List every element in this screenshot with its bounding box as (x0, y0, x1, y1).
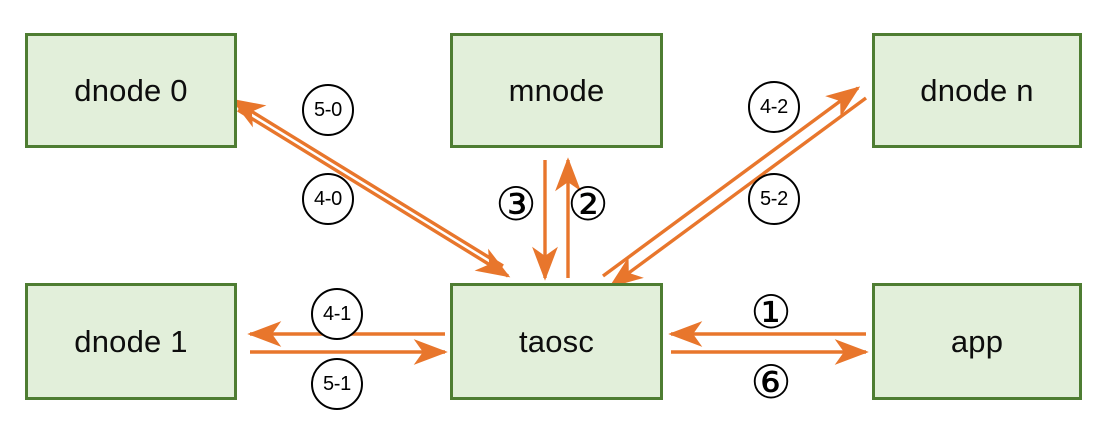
node-dnoden[interactable]: dnode n (872, 33, 1082, 148)
badge-4-2-label: 4-2 (759, 96, 788, 118)
badge-4-1-label: 4-1 (322, 303, 351, 325)
badge-5-0: 5-0 (302, 84, 354, 136)
badge-2: ② (567, 177, 609, 231)
badge-5-2: 5-2 (748, 173, 800, 225)
badge-5-1: 5-1 (311, 358, 363, 410)
badge-6: ⑥ (750, 355, 792, 409)
node-label-dnode1: dnode 1 (74, 324, 188, 359)
badge-5-1-label: 5-1 (322, 373, 351, 395)
node-mnode[interactable]: mnode (450, 33, 663, 148)
node-taosc[interactable]: taosc (450, 283, 663, 400)
badge-4-0-label: 4-0 (313, 188, 342, 210)
badge-4-1: 4-1 (311, 288, 363, 340)
node-app[interactable]: app (872, 283, 1082, 400)
badge-1: ① (750, 285, 792, 339)
node-label-taosc: taosc (518, 324, 595, 359)
badge-4-0: 4-0 (302, 173, 354, 225)
node-label-dnoden: dnode n (920, 73, 1034, 108)
badge-4-2: 4-2 (748, 81, 800, 133)
node-label-dnode0: dnode 0 (74, 73, 188, 108)
node-label-mnode: mnode (508, 73, 605, 108)
badge-5-0-label: 5-0 (313, 99, 342, 121)
badge-3: ③ (495, 177, 537, 231)
node-label-app: app (950, 324, 1004, 359)
node-dnode1[interactable]: dnode 1 (25, 283, 237, 400)
node-dnode0[interactable]: dnode 0 (25, 33, 237, 148)
badge-5-2-label: 5-2 (759, 188, 788, 210)
